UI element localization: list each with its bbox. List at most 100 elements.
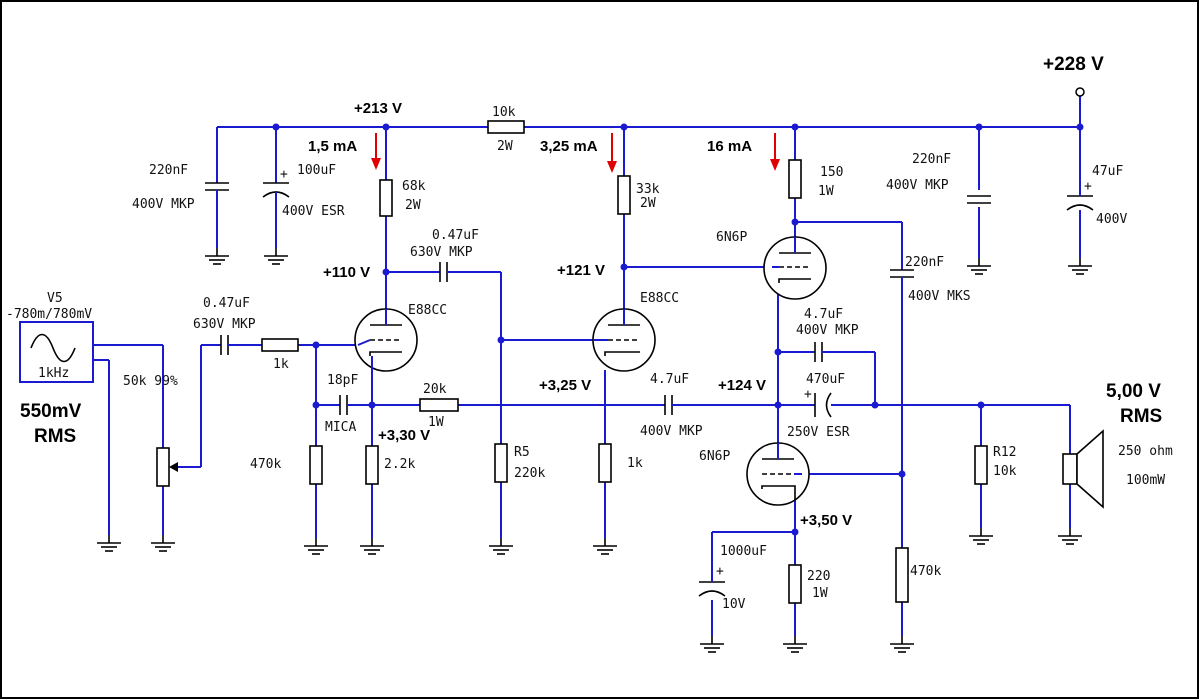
label-r5-l2: 220k bbox=[514, 466, 545, 481]
pot-wiper bbox=[169, 462, 178, 472]
label-c-100u-l1: 100uF bbox=[297, 163, 336, 178]
label-r-470k-a: 470k bbox=[250, 457, 281, 472]
label-c-220n-r-l2: 400V MKP bbox=[886, 178, 949, 193]
svg-text:+: + bbox=[804, 387, 812, 402]
resistor-r5 bbox=[494, 443, 508, 483]
label-c-18p-l2: MICA bbox=[325, 420, 356, 435]
supply-voltage: +228 V bbox=[1043, 54, 1104, 75]
label-c-47u-mid-l1: 4.7uF bbox=[650, 372, 689, 387]
resistor-1k-cath bbox=[598, 443, 612, 483]
label-c-18p-l1: 18pF bbox=[327, 373, 358, 388]
label-c-220n-l1: 220nF bbox=[149, 163, 188, 178]
source-name: V5 bbox=[47, 291, 63, 306]
label-c-220n-l2: 400V MKP bbox=[132, 197, 195, 212]
label-c-47u-r-l1: 47uF bbox=[1092, 164, 1123, 179]
label-r5-l1: R5 bbox=[514, 445, 530, 460]
node-v330: +3,30 V bbox=[378, 427, 430, 444]
capacitors: + + + bbox=[205, 167, 1094, 597]
resistor-20k bbox=[419, 398, 459, 412]
label-r-20k-l1: 20k bbox=[423, 382, 447, 397]
resistor-1k-grid bbox=[261, 338, 299, 352]
output-level-l2: RMS bbox=[1120, 406, 1162, 427]
source-amplitude: -780m/780mV bbox=[6, 307, 92, 322]
label-c-1000u-l2: 10V bbox=[722, 597, 746, 612]
label-c-047-l2: 630V MKP bbox=[410, 245, 473, 260]
label-r-150-l1: 150 bbox=[820, 165, 843, 180]
label-r-20k-l2: 1W bbox=[428, 415, 444, 430]
label-pot: 50k 99% bbox=[123, 374, 178, 389]
resistors bbox=[156, 120, 988, 604]
label-c-47u-fb-l1: 4.7uF bbox=[804, 307, 843, 322]
label-r-68k-l1: 68k bbox=[402, 179, 426, 194]
label-c-470u-l1: 470uF bbox=[806, 372, 845, 387]
svg-text:+: + bbox=[1084, 179, 1092, 194]
label-c-1000u-l1: 1000uF bbox=[720, 544, 767, 559]
current-i1: 1,5 mA bbox=[308, 138, 357, 155]
resistor-470k-b bbox=[895, 547, 909, 603]
label-c-47u-fb-l2: 400V MKP bbox=[796, 323, 859, 338]
source-level-l1: 550mV bbox=[20, 401, 82, 422]
label-r-1k-cath: 1k bbox=[627, 456, 643, 471]
label-tube3: 6N6P bbox=[716, 230, 747, 245]
label-r-470k-b: 470k bbox=[910, 564, 941, 579]
resistor-2k2 bbox=[365, 445, 379, 485]
label-tube1: E88CC bbox=[408, 303, 447, 318]
speaker bbox=[1062, 429, 1104, 509]
node-v121: +121 V bbox=[557, 262, 605, 279]
output-level-l1: 5,00 V bbox=[1106, 381, 1161, 402]
source-labels: V5 -780m/780mV 1kHz 550mV RMS bbox=[6, 291, 92, 447]
signal-source bbox=[19, 321, 109, 383]
label-r-220-l2: 1W bbox=[812, 586, 828, 601]
current-i2: 3,25 mA bbox=[540, 138, 598, 155]
label-c-047-l1: 0.47uF bbox=[432, 228, 479, 243]
label-tube2: E88CC bbox=[640, 291, 679, 306]
current-arrows bbox=[371, 133, 780, 173]
label-r-33k-l1: 33k bbox=[636, 182, 660, 197]
svg-text:+: + bbox=[280, 167, 288, 182]
node-v213: +213 V bbox=[354, 100, 402, 117]
tube-1 bbox=[354, 308, 418, 372]
label-c-220n-mks-l2: 400V MKS bbox=[908, 289, 971, 304]
junction-dots bbox=[272, 123, 1084, 536]
tube-2 bbox=[592, 308, 656, 372]
node-v124: +124 V bbox=[718, 377, 766, 394]
resistor-10k bbox=[487, 120, 525, 134]
supply-terminal bbox=[1075, 87, 1085, 97]
tube-4 bbox=[746, 442, 810, 506]
label-r12-l1: R12 bbox=[993, 445, 1016, 460]
label-r-68k-l2: 2W bbox=[405, 198, 421, 213]
label-tube4: 6N6P bbox=[699, 449, 730, 464]
svg-text:+: + bbox=[716, 564, 724, 579]
label-r12-l2: 10k bbox=[993, 464, 1017, 479]
label-c-220n-r-l1: 220nF bbox=[912, 152, 951, 167]
label-c-220n-mks-l1: 220nF bbox=[905, 255, 944, 270]
current-i3: 16 mA bbox=[707, 138, 752, 155]
node-v350: +3,50 V bbox=[800, 512, 852, 529]
component-labels: 50k 99% 0.47uF 630V MKP 1k 220nF 400V MK… bbox=[123, 105, 1127, 612]
source-level-l2: RMS bbox=[34, 426, 76, 447]
potentiometer bbox=[156, 447, 170, 487]
wires bbox=[93, 95, 1081, 636]
resistor-150 bbox=[788, 159, 802, 199]
resistor-r12 bbox=[974, 445, 988, 485]
label-c-47u-r-l2: 400V bbox=[1096, 212, 1127, 227]
resistor-220 bbox=[788, 564, 802, 604]
label-c-in-l2: 630V MKP bbox=[193, 317, 256, 332]
label-r-10k-l1: 10k bbox=[492, 105, 516, 120]
label-r-2k2: 2.2k bbox=[384, 457, 415, 472]
resistor-470k-a bbox=[309, 445, 323, 485]
speaker-power: 100mW bbox=[1126, 473, 1165, 488]
node-v110: +110 V bbox=[323, 264, 370, 281]
source-freq: 1kHz bbox=[38, 366, 69, 381]
label-r-220-l1: 220 bbox=[807, 569, 830, 584]
label-r-10k-l2: 2W bbox=[497, 139, 513, 154]
speaker-impedance: 250 ohm bbox=[1118, 444, 1173, 459]
label-c-100u-l2: 400V ESR bbox=[282, 204, 345, 219]
label-r-1k-grid: 1k bbox=[273, 357, 289, 372]
label-c-470u-l2: 250V ESR bbox=[787, 425, 850, 440]
label-c-in-l1: 0.47uF bbox=[203, 296, 250, 311]
resistor-33k bbox=[617, 175, 631, 215]
